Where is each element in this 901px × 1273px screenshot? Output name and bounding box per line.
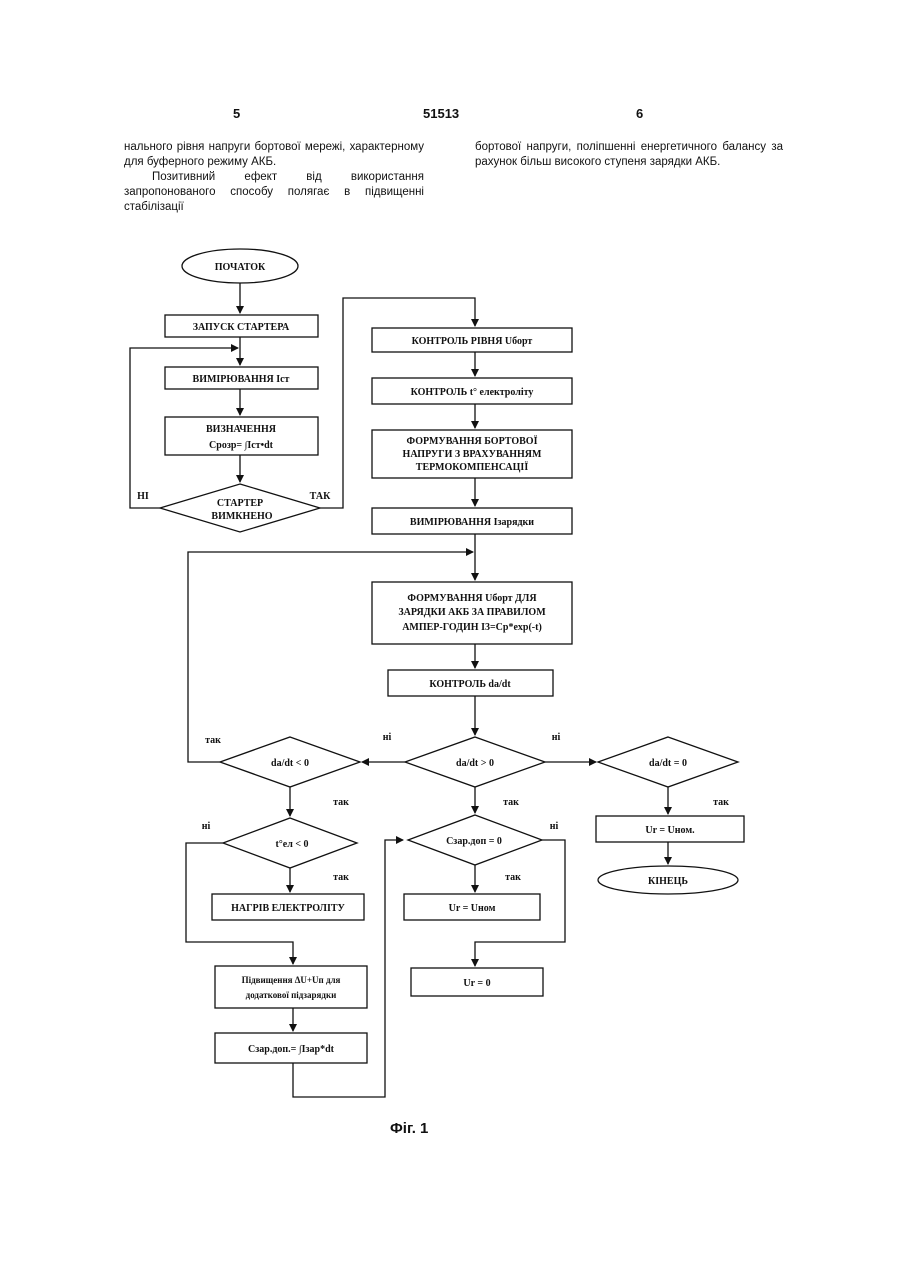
cond-charge-label: Cзар.доп = 0 xyxy=(446,836,502,847)
ni-label-temp: ні xyxy=(202,821,211,832)
ur-zero-label: Ur = 0 xyxy=(463,978,490,989)
raise-label-1: Підвищення ΔU+Uп для xyxy=(242,975,341,985)
form-ubort-label-2: ЗАРЯДКИ АКБ ЗА ПРАВИЛОМ xyxy=(398,607,546,618)
form-ubort-label-3: АМПЕР-ГОДИН I3=Cp*exp(-t) xyxy=(402,622,542,633)
tak-label-lt: так xyxy=(205,735,221,746)
tak-label-temp-down: так xyxy=(333,872,349,883)
cond-lt-label: da/dt < 0 xyxy=(271,758,309,769)
ni-label-charge: ні xyxy=(550,821,559,832)
cond-temp-label: t°ел < 0 xyxy=(275,839,308,850)
raise-label-2: додаткової підзарядки xyxy=(246,990,337,1000)
end-label: КІНЕЦЬ xyxy=(648,876,688,887)
tak-label-lt-down: так xyxy=(333,797,349,808)
ur-nom-mid-label: Ur = Uном xyxy=(449,903,496,914)
measure-charge-label: ВИМІРЮВАННЯ Iзарядки xyxy=(410,517,534,528)
control-dadt-label: КОНТРОЛЬ da/dt xyxy=(429,679,511,690)
determine-label-1: ВИЗНАЧЕННЯ xyxy=(206,424,277,435)
raise-box xyxy=(215,966,367,1008)
form-voltage-label-1: ФОРМУВАННЯ БОРТОВОЇ xyxy=(407,434,538,447)
no-label: НІ xyxy=(137,491,149,502)
ni-label-gt-left: ні xyxy=(383,732,392,743)
heat-label: НАГРІВ ЕЛЕКТРОЛІТУ xyxy=(231,903,345,914)
start-label: ПОЧАТОК xyxy=(215,262,266,273)
cond-eq-label: da/dt = 0 xyxy=(649,758,687,769)
measure-ist-label: ВИМІРЮВАННЯ Iст xyxy=(193,374,290,385)
form-voltage-label-3: ТЕРМОКОМПЕНСАЦІЇ xyxy=(416,460,529,473)
starter-label: ЗАПУСК СТАРТЕРА xyxy=(193,322,290,333)
control-level-label: КОНТРОЛЬ РІВНЯ Uборт xyxy=(412,336,533,347)
tak-label-eq-down: так xyxy=(713,797,729,808)
yes-label: ТАК xyxy=(310,491,331,502)
control-temp-label: КОНТРОЛЬ t° електроліту xyxy=(411,387,534,398)
starter-off-label-2: ВИМКНЕНО xyxy=(211,511,272,522)
determine-label-2: Cрозр= ∫Iст•dt xyxy=(209,440,274,451)
ni-label-gt-right: ні xyxy=(552,732,561,743)
cond-gt-label: da/dt > 0 xyxy=(456,758,494,769)
tak-label-charge-down: так xyxy=(505,872,521,883)
ur-nom-right-label: Ur = Uном. xyxy=(645,825,695,836)
starter-off-label-1: СТАРТЕР xyxy=(217,498,263,509)
tak-label-gt-down: так xyxy=(503,797,519,808)
figure-caption: Фіг. 1 xyxy=(390,1120,428,1137)
form-ubort-label-1: ФОРМУВАННЯ Uборт ДЛЯ xyxy=(407,593,537,604)
form-voltage-label-2: НАПРУГИ З ВРАХУВАННЯМ xyxy=(403,449,542,460)
csar-label: Cзар.доп.= ∫Iзар*dt xyxy=(248,1044,335,1055)
